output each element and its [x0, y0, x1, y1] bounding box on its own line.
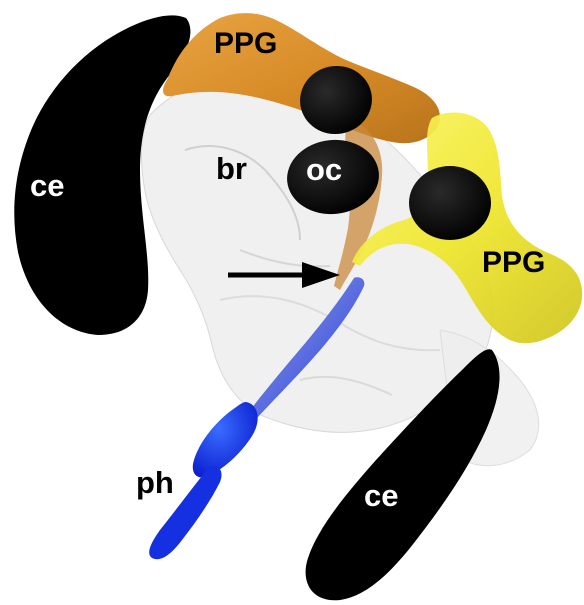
label-ppg-right: PPG [482, 248, 545, 278]
label-ce-left: ce [30, 170, 64, 201]
label-oc: oc [306, 154, 342, 185]
ph-blob-shape [193, 402, 258, 477]
label-br: br [216, 153, 247, 184]
oc-blob-3 [409, 166, 491, 240]
label-ppg-top: PPG [214, 29, 277, 59]
label-ce-bottom: ce [364, 480, 398, 511]
label-ph: ph [136, 467, 174, 498]
